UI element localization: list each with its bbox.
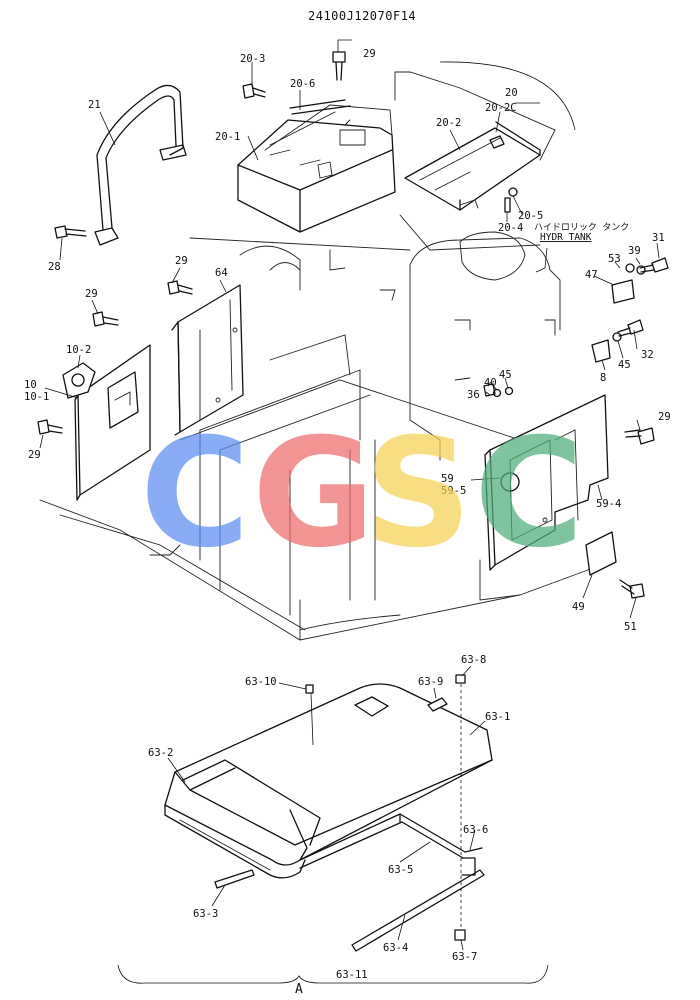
panel-10 — [62, 344, 151, 501]
view-label: A — [295, 982, 303, 997]
part-labels: 29 20-3 20-6 20-1 21 28 29 64 29 10-2 10… — [24, 48, 671, 997]
tank-label-jp: ハイドロリック タンク — [534, 222, 629, 233]
bolt-icon — [242, 83, 266, 99]
part-label: 28 — [48, 261, 61, 273]
bolt-icon — [639, 257, 669, 273]
bolt-icon — [483, 383, 496, 397]
part-label: 10 — [24, 379, 37, 391]
bolt-icon — [617, 319, 644, 337]
handrail — [94, 84, 187, 246]
part-label: 29 — [363, 48, 376, 60]
seal-63-3 — [214, 869, 255, 889]
bracket-47 — [611, 279, 635, 304]
part-label: 20-4 — [498, 222, 523, 234]
part-label: 59 — [441, 473, 454, 485]
bolt-icon — [37, 419, 63, 435]
plate-49 — [585, 531, 617, 576]
part-label: 29 — [658, 411, 671, 423]
leader-lines — [39, 39, 660, 984]
bracket-8 — [591, 339, 611, 363]
watermark-letter: G — [252, 407, 375, 581]
nut-63-8 — [455, 674, 466, 684]
seal-63-4 — [351, 869, 485, 952]
part-label: 39 — [628, 245, 641, 257]
part-label: 63-4 — [383, 942, 408, 954]
part-label: 63-9 — [418, 676, 443, 688]
part-label: 20-3 — [240, 53, 265, 65]
cover-63 — [164, 683, 493, 879]
part-label: 29 — [175, 255, 188, 267]
grommet-63-9 — [427, 697, 448, 712]
part-label: 8 — [600, 372, 606, 384]
part-label: 45 — [499, 369, 512, 381]
bolt-icon — [167, 280, 193, 295]
drawing-number: 24100J12070F14 — [308, 9, 416, 23]
part-label: 63-7 — [452, 951, 477, 963]
part-label: 64 — [215, 267, 228, 279]
part-label: 59-4 — [596, 498, 621, 510]
part-label: 63-5 — [388, 864, 413, 876]
watermark-letter: C — [474, 407, 584, 581]
watermark-letter: S — [364, 407, 472, 581]
part-label: 20-2 — [436, 117, 461, 129]
screw-icon — [332, 51, 346, 81]
cover-20-1 — [237, 99, 396, 233]
part-label: 20-1 — [215, 131, 240, 143]
tank-label-en: HYDR TANK — [540, 232, 592, 243]
part-label: 63-10 — [245, 676, 277, 688]
part-label: 36 — [467, 389, 480, 401]
part-label: 63-11 — [336, 969, 368, 981]
panel-20-2 — [404, 121, 541, 211]
part-label: 10-2 — [66, 344, 91, 356]
part-label: 32 — [641, 349, 654, 361]
part-label: 20-5 — [518, 210, 543, 222]
part-label: 51 — [624, 621, 637, 633]
panel-59 — [484, 394, 609, 571]
part-label: 20-6 — [290, 78, 315, 90]
pin-63-10 — [305, 684, 314, 694]
bolt-icon — [54, 225, 87, 239]
panel-64 — [171, 284, 244, 436]
part-label: 29 — [28, 449, 41, 461]
bolt-63-7 — [454, 929, 466, 941]
part-label: 45 — [618, 359, 631, 371]
part-label: 63-6 — [463, 824, 488, 836]
part-label: 10-1 — [24, 391, 49, 403]
part-label: 63-2 — [148, 747, 173, 759]
part-label: 63-8 — [461, 654, 486, 666]
part-label: 31 — [652, 232, 665, 244]
part-label: 20-2C — [485, 102, 517, 114]
part-label: 20 — [505, 87, 518, 99]
bolt-icon — [619, 579, 645, 599]
part-label: 63-1 — [485, 711, 510, 723]
watermark: C G S C — [140, 407, 584, 581]
part-label: 47 — [585, 269, 598, 281]
bolt-icon — [624, 427, 655, 445]
part-label: 40 — [484, 377, 497, 389]
part-label: 63-3 — [193, 908, 218, 920]
part-label: 49 — [572, 601, 585, 613]
part-label: 21 — [88, 99, 101, 111]
part-label: 53 — [608, 253, 621, 265]
bolt-icon — [92, 311, 119, 327]
machine-frame — [39, 71, 616, 641]
part-label: 59-5 — [441, 485, 466, 497]
part-label: 29 — [85, 288, 98, 300]
watermark-letter: C — [140, 407, 250, 581]
